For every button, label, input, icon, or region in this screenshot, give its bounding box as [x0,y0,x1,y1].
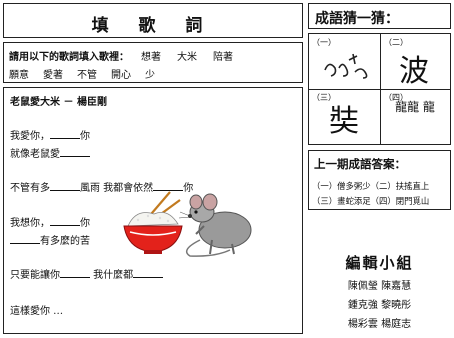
lyric-line: 我愛你， 你 [10,127,90,142]
answer-blank[interactable] [153,181,184,191]
mouse-icon [178,193,252,257]
lyric-line: 這樣愛你 … [10,302,63,317]
answer-blank[interactable] [133,268,164,278]
rice-bowl-icon [123,211,183,254]
lyric-text: 有多麼的苦 [40,236,90,247]
lyric-line: 只要能讓你 我什麼都 [10,266,164,281]
lyrics-box: 老鼠愛大米 － 楊臣剛 我愛你，你 就像老鼠愛 不管有多風雨 我都會依然你 我想… [3,87,303,334]
answer-blank[interactable] [50,129,80,139]
worksheet-title: 填 歌 詞 [91,16,215,36]
lyric-text: 我愛你， [10,131,50,142]
lyric-text: 你 [183,183,194,194]
word-option: 大米 [177,52,197,63]
editors-title: 編輯小組 [345,254,414,272]
grid-divider [309,89,450,90]
word-option: 少 [145,70,155,81]
cell-number: （四） [384,93,408,102]
editor-names: 陳佩瑩 陳嘉慧 [347,281,412,292]
answer-blank[interactable] [60,268,90,278]
idiom-quiz-grid: （一） （二） （三） （四） 波 奘 龍龍 龍 [308,33,451,145]
word-option: 不管 [77,70,97,81]
editor-names: 鍾克強 黎曉彤 [347,300,412,311]
answer-blank[interactable] [50,216,80,226]
lyric-line: 就像老鼠愛 [10,145,90,160]
word-option: 陪著 [213,52,233,63]
word-option: 想著 [141,52,161,63]
word-option: 願意 [9,70,29,81]
cell-number: （一） [312,38,336,47]
previous-answers-row: （三）畫蛇添足（四）閉門覓山 [312,196,430,206]
cell-number: （三） [312,93,336,102]
instructions-row-2: 願意 愛著 不管 開心 少 [9,66,169,81]
lyric-text: 就像老鼠愛 [10,149,60,160]
previous-answers-box: 上一期成語答案： （一）僧多粥少（二）扶搖直上 （三）畫蛇添足（四）閉門覓山 [308,150,451,210]
lyric-text: 我想你， [10,218,50,229]
instructions-label: 請用以下的歌詞填入歌裡： [9,52,129,63]
lyric-text: 不管有多 [10,183,50,194]
instructions-box: 請用以下的歌詞填入歌裡： 想著 大米 陪著 願意 愛著 不管 開心 少 [3,42,303,83]
lyric-line: 我想你， 你 [10,214,90,229]
idiom-quiz-title-box: 成語猜一猜： [308,3,451,29]
worksheet-title-box: 填 歌 詞 [3,3,303,38]
cell-number: （二） [384,38,408,47]
answer-blank[interactable] [60,147,90,157]
editor-names: 楊彩雲 楊庭志 [347,319,412,330]
song-title: 老鼠愛大米 － 楊臣剛 [10,97,107,108]
lyric-text: 只要能讓你 [10,270,60,281]
idiom-puzzle-1-icon [324,53,368,79]
lyric-text: 我什麼都 [90,270,134,281]
lyric-text: 你 [80,131,90,142]
idiom-quiz-title: 成語猜一猜： [315,11,399,27]
answer-blank[interactable] [50,181,80,191]
rice-bowl-mouse-illustration [123,191,252,257]
previous-answers-row: （一）僧多粥少（二）扶搖直上 [312,181,430,191]
lyric-line: 不管有多 風雨 我都會依然 你 [10,179,193,194]
idiom-puzzle-3-glyph: 奘 [329,104,359,139]
lyric-text: 風雨 我都會依然 [80,183,154,194]
lyric-text: 這樣愛你 … [10,306,64,317]
lyric-text: 你 [80,218,90,229]
lyric-line: 有多麼的苦 [10,232,90,247]
idiom-puzzle-4-glyph: 龍龍 龍 [395,100,435,114]
answer-blank[interactable] [10,234,40,244]
word-option: 愛著 [43,70,63,81]
instructions-row-1: 請用以下的歌詞填入歌裡： 想著 大米 陪著 [9,48,233,63]
previous-answers-title: 上一期成語答案： [314,157,406,171]
idiom-puzzle-2-glyph: 波 [399,54,429,89]
word-option: 開心 [111,70,131,81]
